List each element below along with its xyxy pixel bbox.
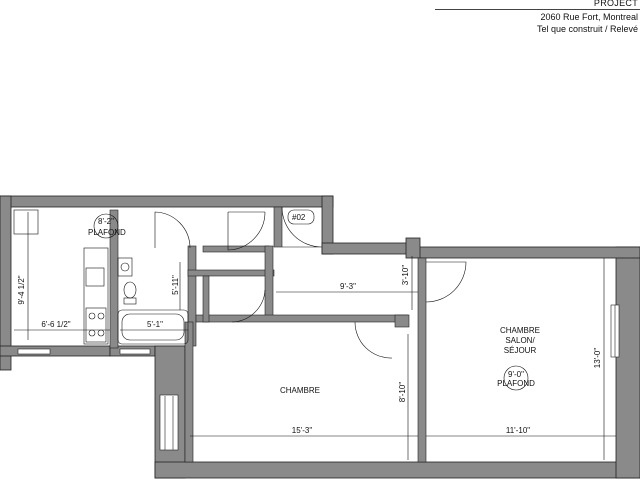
ceiling-kitchen-label: PLAFOND bbox=[88, 228, 126, 237]
project-label: PROJECT bbox=[593, 0, 638, 8]
ceiling-marker-salon bbox=[503, 365, 529, 391]
wall-salon-left bbox=[417, 257, 427, 463]
bathtub bbox=[117, 309, 189, 345]
project-address: 2060 Rue Fort, Montreal bbox=[540, 12, 638, 22]
dim-hall-length: 9'-3" bbox=[340, 282, 356, 291]
wall-hall-bottom bbox=[195, 314, 409, 323]
bathroom-fixtures bbox=[117, 257, 189, 345]
bath-sink bbox=[117, 257, 133, 277]
toilet bbox=[123, 281, 137, 299]
wall-right bbox=[615, 246, 640, 479]
windows bbox=[17, 304, 620, 451]
wall-closet-top bbox=[187, 269, 275, 277]
wall-corner-post bbox=[405, 237, 421, 259]
dim-salon-depth: 13'-0" bbox=[593, 348, 602, 369]
tag-02-box bbox=[287, 209, 315, 225]
title-block-rule bbox=[435, 9, 640, 10]
door-chambre bbox=[354, 321, 393, 359]
ceiling-kitchen-height: 8'-2" bbox=[98, 217, 114, 226]
wall-notch-h bbox=[321, 242, 419, 255]
dim-kitchen-vertical: 9'-4 1/2" bbox=[17, 275, 26, 304]
dim-kitchen-width: 6'-6 1/2" bbox=[41, 320, 70, 329]
door-closet2 bbox=[231, 289, 266, 323]
room-salon-line1: CHAMBRE bbox=[500, 326, 540, 335]
ceiling-salon-height: 9'-0" bbox=[508, 370, 524, 379]
wall-chambre-left bbox=[184, 321, 194, 463]
kitchen-stove bbox=[85, 307, 107, 343]
wall-bottom bbox=[154, 461, 640, 479]
wall-small-post bbox=[394, 314, 410, 328]
wall-bath-left bbox=[109, 209, 119, 349]
door-02 bbox=[281, 206, 323, 248]
window-left-2 bbox=[119, 348, 151, 355]
wall-closet2-left bbox=[202, 275, 210, 323]
drawing-status: Tel que construit / Relevé bbox=[536, 24, 638, 34]
wall-left bbox=[0, 195, 12, 371]
doors bbox=[154, 206, 467, 359]
room-salon-line2: SALON/ bbox=[505, 336, 535, 345]
window-bottom-left bbox=[159, 394, 179, 451]
dim-chambre-depth: 8'-10" bbox=[398, 382, 407, 403]
ceiling-salon-label: PLAFOND bbox=[497, 379, 535, 388]
title-block: PROJECT 2060 Rue Fort, Montreal Tel que … bbox=[435, 0, 640, 40]
wall-top-right bbox=[417, 246, 640, 259]
door-closet bbox=[227, 211, 266, 251]
ceiling-marker-kitchen bbox=[93, 213, 119, 239]
kitchen-counter bbox=[83, 247, 109, 345]
door-hall bbox=[425, 261, 467, 303]
room-salon-line3: SÉJOUR bbox=[504, 346, 537, 355]
dim-bath-width: 5'-1" bbox=[147, 320, 163, 329]
window-left bbox=[17, 348, 51, 355]
dim-chambre-width: 15'-3" bbox=[292, 426, 313, 435]
dim-bath-depth: 5'-11" bbox=[171, 275, 180, 295]
kitchen-sink bbox=[85, 267, 105, 287]
kitchen-fixtures bbox=[13, 209, 109, 345]
wall-top-left bbox=[0, 195, 334, 208]
tag-door-02: #02 bbox=[292, 213, 306, 222]
wall-closet-right bbox=[264, 245, 274, 317]
room-chambre: CHAMBRE bbox=[280, 386, 320, 395]
ceiling-markers bbox=[93, 209, 529, 391]
dim-salon-width: 11'-10" bbox=[506, 426, 530, 435]
wall-bottom-left bbox=[0, 345, 111, 357]
dim-hall-width: 3'-10" bbox=[401, 265, 410, 286]
labels: 8'-2" PLAFOND #02 9'-4 1/2" 6'-6 1/2" 5'… bbox=[17, 213, 602, 435]
kitchen-cabinet-top bbox=[13, 209, 39, 235]
dimension-lines bbox=[14, 212, 616, 460]
wall-02-right bbox=[273, 206, 283, 248]
door-kitchen bbox=[154, 211, 191, 249]
